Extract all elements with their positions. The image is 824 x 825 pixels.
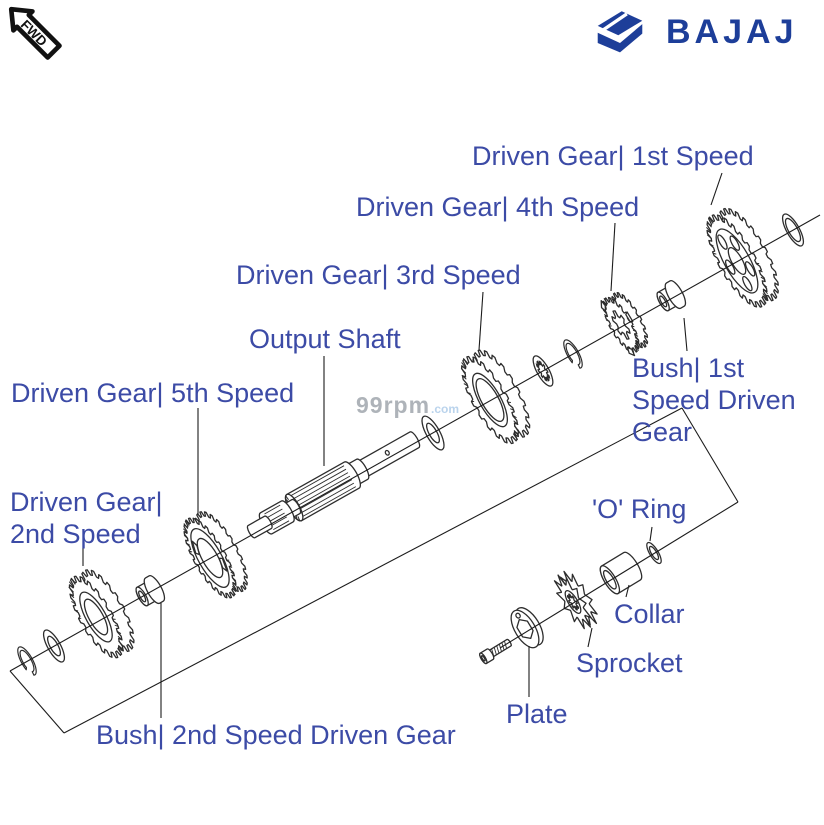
part-label-plate: Plate xyxy=(506,699,568,729)
part-label-driven-gear-4th-speed: Driven Gear| 4th Speed xyxy=(356,192,640,222)
fwd-arrow-icon: FWD xyxy=(8,6,62,60)
part-label-driven-gear-5th-speed: Driven Gear| 5th Speed xyxy=(11,378,295,408)
part-label-collar: Collar xyxy=(614,599,685,629)
part-label-driven-gear-3rd-speed: Driven Gear| 3rd Speed xyxy=(236,260,521,290)
watermark-name: 99rpm xyxy=(356,392,431,418)
part-label-bush-2nd-speed: Bush| 2nd Speed Driven Gear xyxy=(96,720,456,750)
bajaj-logo: BAJAJ xyxy=(596,8,797,54)
bajaj-flying-b-icon xyxy=(597,11,643,53)
watermark-tld: .com xyxy=(431,402,460,416)
part-label-sprocket: Sprocket xyxy=(576,648,683,678)
bajaj-logo-text: BAJAJ xyxy=(666,12,798,51)
part-label-o-ring: 'O' Ring xyxy=(592,494,687,524)
part-label-driven-gear-1st-speed: Driven Gear| 1st Speed xyxy=(472,141,754,171)
part-label-driven-gear-2nd-speed: Driven Gear| 2nd Speed xyxy=(10,487,163,549)
part-label-bush-1st-speed: Bush| 1st Speed Driven Gear xyxy=(632,353,796,447)
part-label-output-shaft: Output Shaft xyxy=(249,324,401,354)
watermark: 99rpm .com xyxy=(356,392,459,419)
